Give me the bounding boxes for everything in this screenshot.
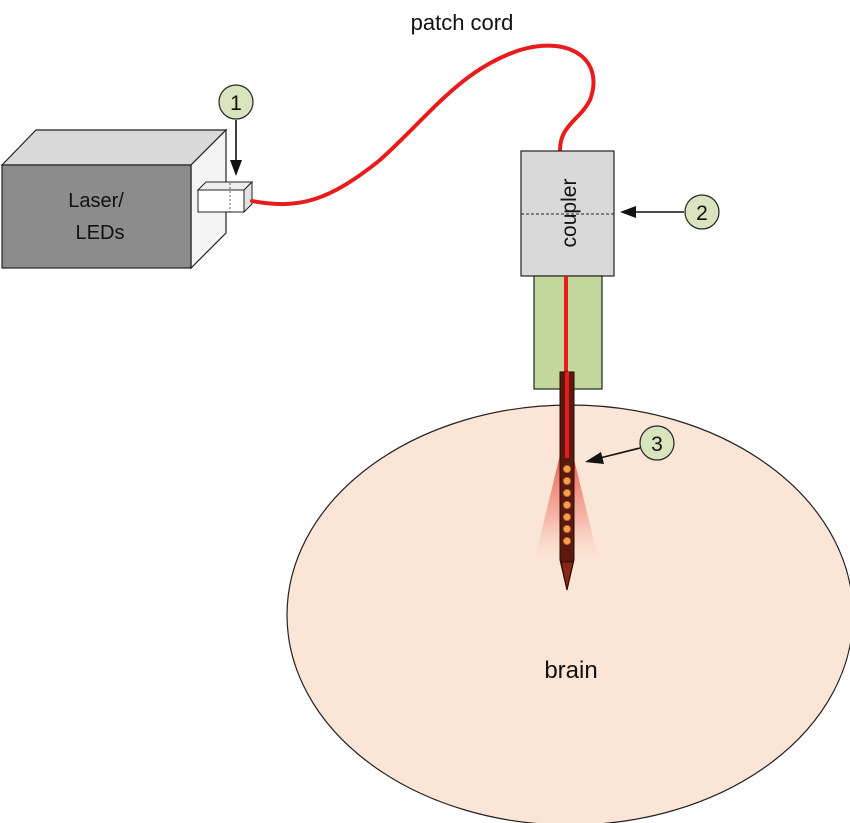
marker-3: 3: [585, 425, 675, 464]
coupler-label: coupler: [558, 179, 581, 248]
laser-output-connector: [196, 180, 254, 214]
marker-3-circle: [639, 425, 675, 461]
led-site: [563, 513, 572, 522]
patch-cord-label: patch cord: [411, 10, 514, 35]
marker-2-circle: [684, 194, 720, 230]
led-site: [563, 500, 572, 509]
laser-box-top: [0, 129, 228, 166]
laser-led-box: Laser/ LEDs: [0, 128, 228, 270]
marker-2-number: 2: [696, 202, 708, 225]
laser-label-line1: Laser/: [68, 190, 124, 212]
marker-1: 1: [218, 84, 254, 176]
led-sites: [563, 464, 572, 546]
marker-1-arrowhead: [230, 160, 242, 176]
led-site: [563, 537, 572, 546]
marker-2-arrowhead: [620, 206, 636, 218]
marker-1-circle: [218, 84, 254, 120]
led-site: [563, 525, 572, 534]
led-site: [563, 464, 572, 473]
marker-1-number: 1: [230, 92, 242, 115]
probe-tip: [560, 561, 574, 591]
led-site: [563, 476, 572, 485]
brain-label: brain: [544, 657, 597, 684]
marker-3-number: 3: [651, 433, 663, 456]
marker-3-arrow: [599, 447, 641, 459]
marker-2: 2: [620, 194, 720, 230]
led-site: [563, 488, 572, 497]
coupler: coupler: [520, 150, 615, 277]
laser-box-front: [1, 164, 192, 269]
marker-3-arrowhead: [585, 452, 604, 464]
laser-label-line2: LEDs: [76, 222, 125, 244]
patch-cord-fiber: [250, 43, 596, 207]
